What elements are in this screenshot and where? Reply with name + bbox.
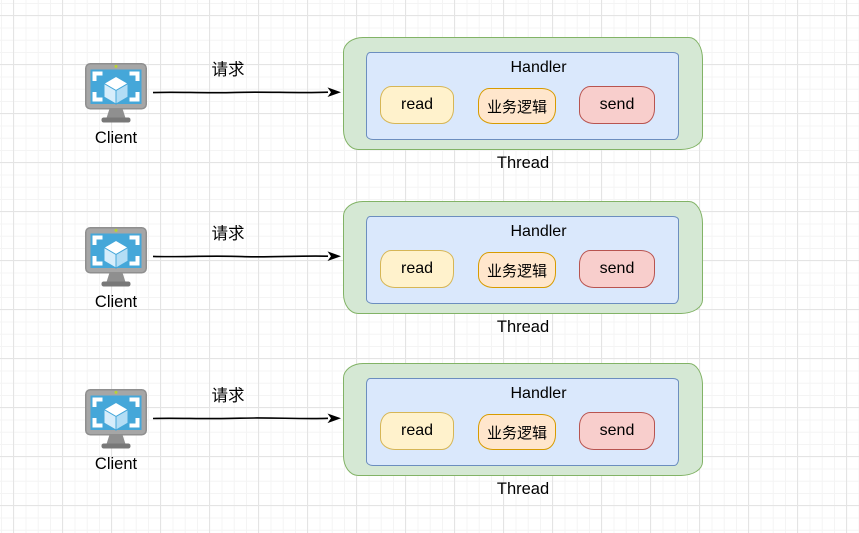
thread-container-box: Handler read 业务逻辑 send <box>343 363 703 476</box>
monitor-stand-base <box>101 117 131 123</box>
client-vm-icon <box>85 63 147 123</box>
step-send-box: send <box>579 86 655 124</box>
step-read-label: read <box>400 422 434 439</box>
cube-icon <box>103 239 129 269</box>
monitor-stand-neck <box>106 108 126 118</box>
step-send-box: send <box>579 250 655 288</box>
monitor-stand-base <box>101 443 131 449</box>
corner-brackets <box>92 71 140 102</box>
thread-container-box: Handler read 业务逻辑 send <box>343 37 703 150</box>
arrowhead <box>327 251 341 261</box>
request-thread-row: Client 请求 Handler read 业务逻辑 send Thread <box>0 0 859 176</box>
step-read-label: read <box>400 96 434 113</box>
step-business-logic-label: 业务逻辑 <box>486 98 547 116</box>
step-send-box: send <box>579 412 655 450</box>
thread-label: Thread <box>496 154 550 172</box>
client-vm-icon <box>85 389 147 449</box>
step-read-box: read <box>380 250 454 288</box>
step-business-logic-label: 业务逻辑 <box>486 262 547 280</box>
client-vm-icon <box>85 227 147 287</box>
handler-box: Handler read 业务逻辑 send <box>366 216 679 304</box>
cube-icon <box>103 75 129 105</box>
step-send-label: send <box>599 96 635 113</box>
handler-title: Handler <box>510 223 567 240</box>
step-read-label: read <box>400 260 434 277</box>
monitor-stand-base <box>101 281 131 287</box>
arrowhead <box>327 413 341 424</box>
arrowhead <box>327 87 341 97</box>
power-led-dot <box>114 64 118 68</box>
step-business-logic-label: 业务逻辑 <box>486 424 547 442</box>
thread-label: Thread <box>496 480 550 498</box>
client-label: Client <box>94 129 138 147</box>
power-led-dot <box>114 228 118 232</box>
client-label: Client <box>94 455 138 473</box>
monitor-stand-neck <box>106 272 126 282</box>
step-business-logic-box: 业务逻辑 <box>478 252 556 288</box>
request-arrow <box>152 413 341 424</box>
step-read-box: read <box>380 86 454 124</box>
handler-box: Handler read 业务逻辑 send <box>366 378 679 466</box>
power-led-dot <box>114 390 118 394</box>
step-business-logic-box: 业务逻辑 <box>478 88 556 124</box>
step-send-label: send <box>599 422 635 439</box>
client-label: Client <box>94 293 138 311</box>
cube-icon <box>103 401 129 431</box>
request-thread-row: Client 请求 Handler read 业务逻辑 send Thread <box>0 326 859 502</box>
step-read-box: read <box>380 412 454 450</box>
step-send-label: send <box>599 260 635 277</box>
corner-brackets <box>92 235 140 266</box>
request-arrow-label: 请求 <box>211 225 245 243</box>
corner-brackets <box>92 397 140 428</box>
request-arrow-label: 请求 <box>211 387 245 405</box>
monitor-stand-neck <box>106 434 126 444</box>
request-arrow <box>152 87 341 97</box>
request-arrow <box>152 251 341 261</box>
handler-box: Handler read 业务逻辑 send <box>366 52 679 140</box>
thread-container-box: Handler read 业务逻辑 send <box>343 201 703 314</box>
step-business-logic-box: 业务逻辑 <box>478 414 556 450</box>
request-arrow-label: 请求 <box>211 61 245 79</box>
request-thread-row: Client 请求 Handler read 业务逻辑 send Thread <box>0 164 859 340</box>
thread-label: Thread <box>496 318 550 336</box>
handler-title: Handler <box>510 59 567 76</box>
handler-title: Handler <box>510 385 567 402</box>
